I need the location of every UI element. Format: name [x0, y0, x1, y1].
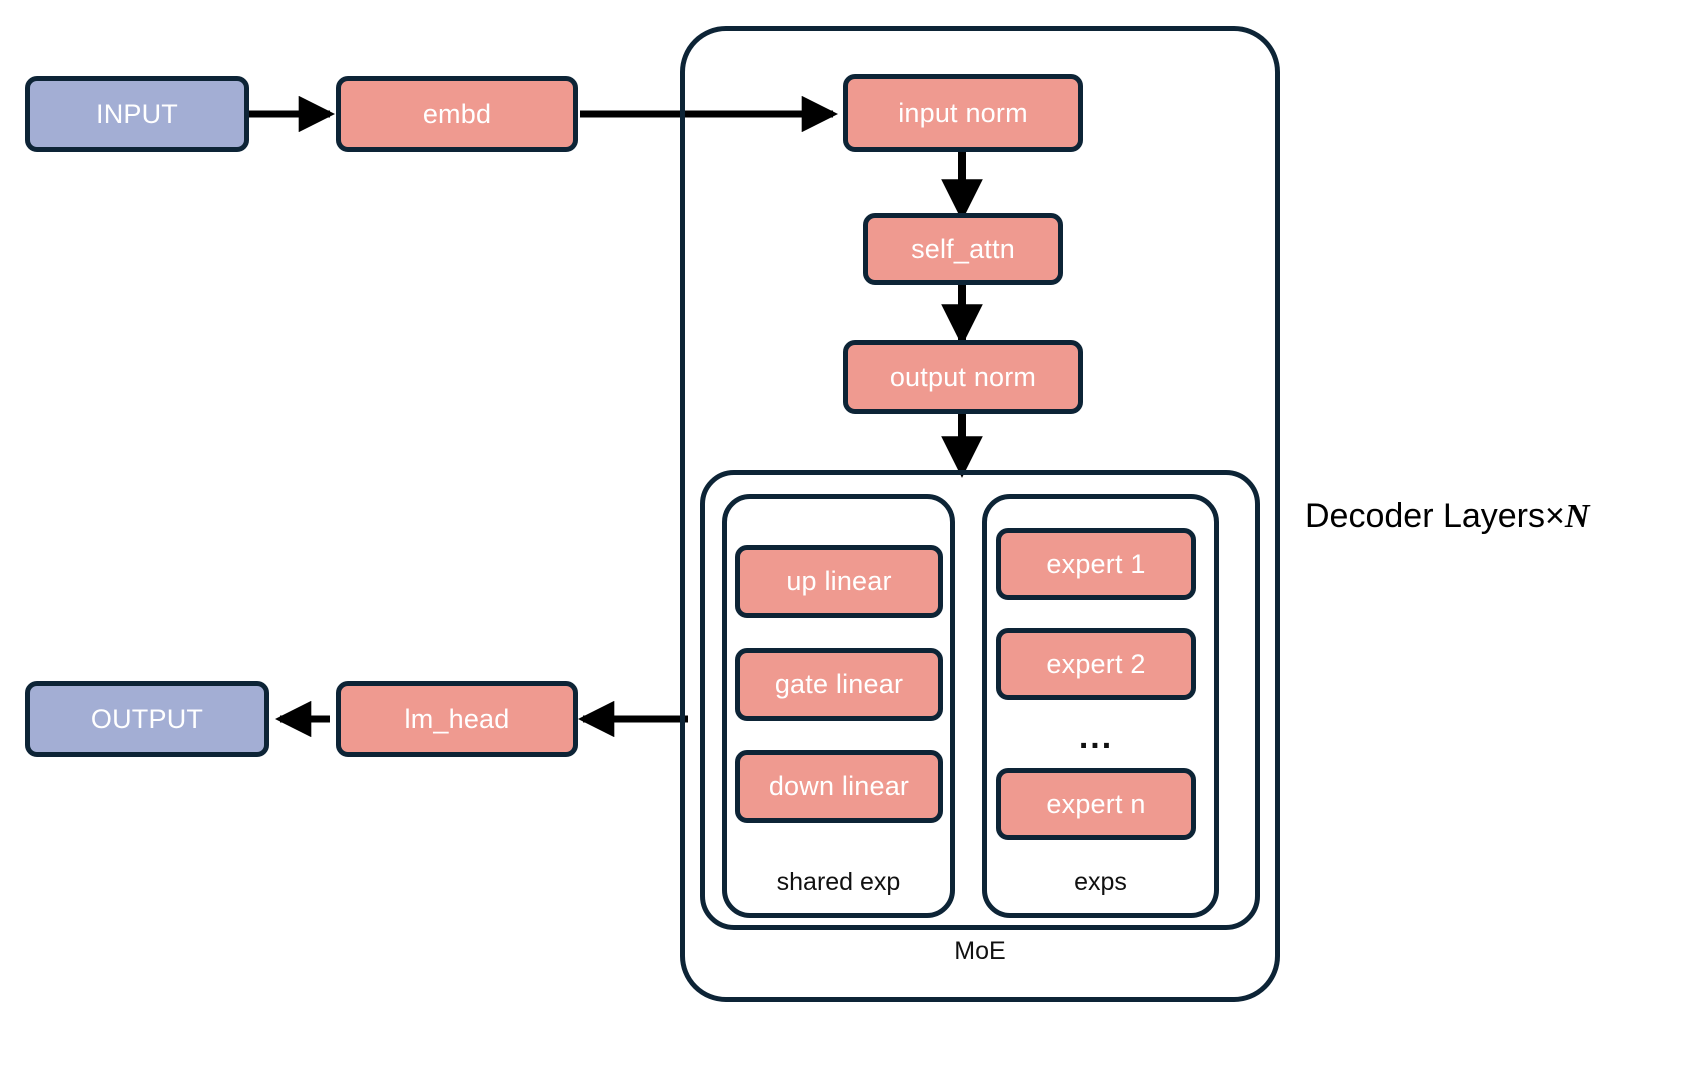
expert-1-label: expert 1: [1046, 548, 1146, 579]
embd-node-label: embd: [422, 98, 492, 129]
shared-expert-container: [722, 494, 955, 918]
moe-caption: MoE: [954, 937, 1006, 965]
decoder-layers-count-var: N: [1564, 498, 1590, 535]
down-linear-node[interactable]: down linear: [735, 750, 943, 823]
output-node[interactable]: OUTPUT: [25, 681, 269, 757]
lm-head-label: lm_head: [404, 703, 510, 734]
lm-head-node[interactable]: lm_head: [336, 681, 578, 757]
up-linear-node[interactable]: up linear: [735, 545, 943, 618]
input-node-label: INPUT: [96, 98, 178, 129]
decoder-layers-label: Decoder Layers×N: [1305, 497, 1589, 536]
expert-2-label: expert 2: [1046, 648, 1146, 679]
gate-linear-label: gate linear: [774, 669, 904, 699]
embd-node[interactable]: embd: [336, 76, 578, 152]
input-norm-label: input norm: [898, 97, 1028, 128]
experts-caption: exps: [1074, 868, 1127, 896]
gate-linear-node[interactable]: gate linear: [735, 648, 943, 721]
expert-n-node[interactable]: expert n: [996, 768, 1196, 840]
up-linear-label: up linear: [786, 566, 892, 596]
self-attn-node[interactable]: self_attn: [863, 213, 1063, 285]
output-norm-label: output norm: [889, 361, 1037, 392]
expert-2-node[interactable]: expert 2: [996, 628, 1196, 700]
shared-expert-caption: shared exp: [776, 868, 901, 896]
self-attn-label: self_attn: [911, 233, 1015, 264]
input-norm-node[interactable]: input norm: [843, 74, 1083, 152]
expert-n-label: expert n: [1046, 788, 1146, 819]
output-norm-node[interactable]: output norm: [843, 340, 1083, 414]
expert-1-node[interactable]: expert 1: [996, 528, 1196, 600]
output-node-label: OUTPUT: [90, 703, 204, 734]
experts-container: [982, 494, 1219, 918]
experts-ellipsis: ...: [1078, 718, 1114, 756]
down-linear-label: down linear: [768, 771, 910, 801]
decoder-layers-container: [680, 26, 1280, 1002]
input-node[interactable]: INPUT: [25, 76, 249, 152]
decoder-layers-label-text: Decoder Layers×: [1305, 497, 1565, 535]
moe-container: [700, 470, 1260, 930]
